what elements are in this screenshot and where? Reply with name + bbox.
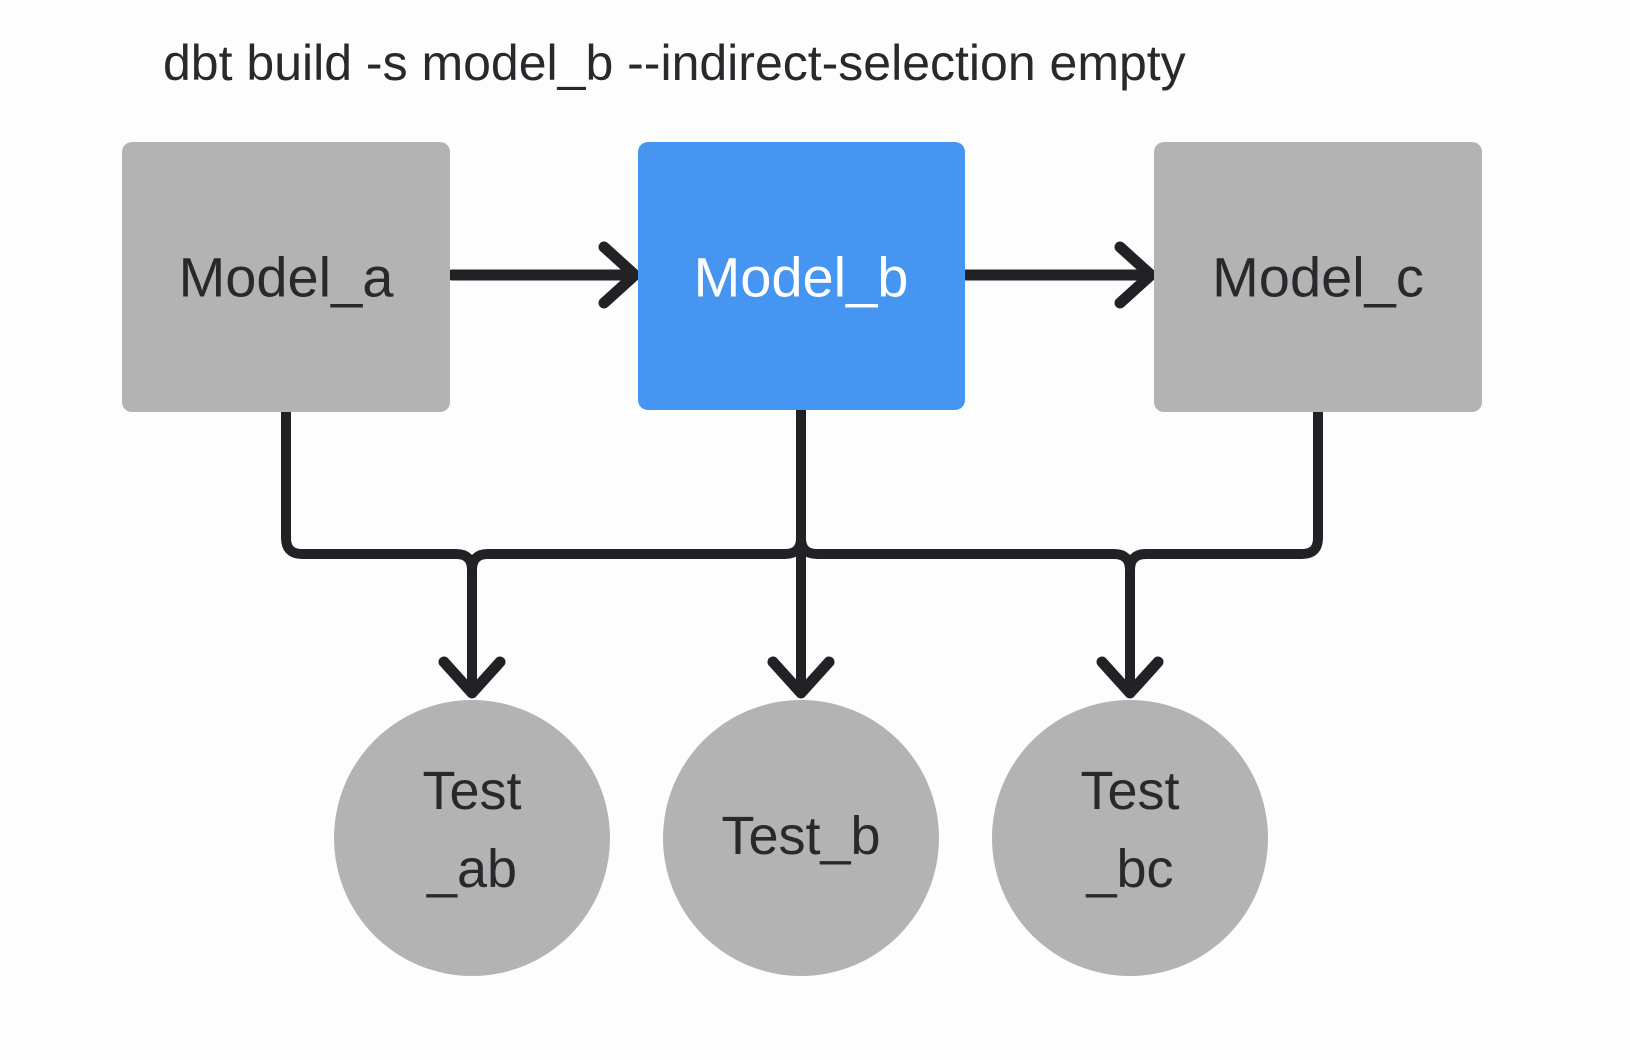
model-a-label: Model_a xyxy=(179,246,395,309)
edge-model-b-to-test-ab xyxy=(467,403,806,697)
test-ab-label-line1: Test xyxy=(422,761,521,821)
edge-arrowhead-test-b xyxy=(767,656,835,699)
model-b-box xyxy=(638,142,965,410)
edge-arrowhead-model-b xyxy=(598,241,641,309)
node-test-ab: Test _ab xyxy=(334,700,610,976)
node-model-c: Model_c xyxy=(1154,142,1482,412)
edge-model-b-to-test-bc xyxy=(796,403,1135,697)
node-model-b-selected: Model_b xyxy=(638,142,965,410)
node-test-b: Test_b xyxy=(663,700,939,976)
edge-model-c-to-test-bc xyxy=(1125,403,1323,697)
test-bc-label-line2: _bc xyxy=(1085,839,1173,899)
test-ab-label-line2: _ab xyxy=(426,839,517,899)
edge-arrowhead-test-bc xyxy=(1096,656,1164,699)
node-test-bc: Test _bc xyxy=(992,700,1268,976)
edge-arrowhead-test-ab xyxy=(438,656,506,699)
model-a-box xyxy=(122,142,450,412)
test-bc-label-line1: Test xyxy=(1080,761,1179,821)
edge-model-a-to-test-ab xyxy=(281,403,477,697)
test-b-circle xyxy=(663,700,939,976)
model-b-label: Model_b xyxy=(694,246,909,309)
edge-arrowhead-model-c xyxy=(1114,241,1157,309)
edge-group-tests xyxy=(281,403,1323,699)
model-c-label: Model_c xyxy=(1212,246,1424,309)
test-b-label: Test_b xyxy=(721,806,880,866)
test-ab-circle xyxy=(334,700,610,976)
edge-group-models xyxy=(446,241,1157,309)
model-c-box xyxy=(1154,142,1482,412)
node-model-a: Model_a xyxy=(122,142,450,412)
test-bc-circle xyxy=(992,700,1268,976)
diagram-title: dbt build -s model_b --indirect-selectio… xyxy=(163,35,1186,91)
